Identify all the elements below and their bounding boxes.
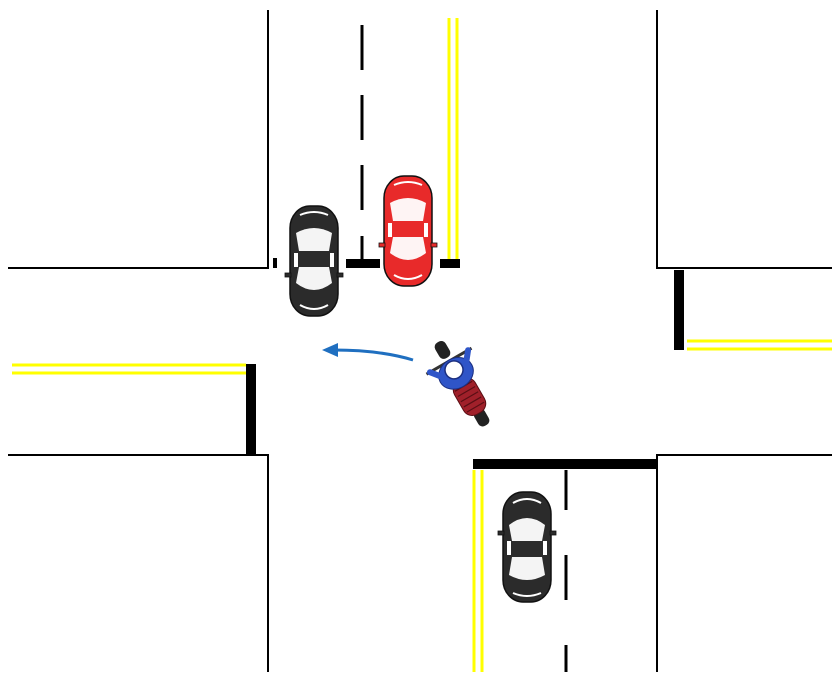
curb-north-east [656,10,832,269]
car-side-window [543,541,547,555]
curb-south-east [656,454,832,672]
stop-line-north-right [440,259,460,268]
car-mirror [284,272,292,278]
car-black-southbound-lane [497,491,557,603]
car-side-window [507,541,511,555]
turn-arrow-head [322,343,338,357]
stop-line-west [246,364,256,454]
curb-lines [8,10,832,672]
stop-lines [246,258,684,469]
car-red [378,175,438,287]
rider-arms [426,347,472,380]
car-rear-window [390,198,426,221]
car-hood-line [299,304,329,310]
curved-arrow-left-icon [322,343,414,362]
car-hood-line [512,498,542,504]
body-stripe [466,401,485,413]
car-trunk-line [299,211,329,216]
car-windshield [390,237,426,260]
rider-helmet [444,360,464,380]
front-wheel [434,340,451,359]
car-rear-window [296,228,332,251]
motorcycle [425,340,490,427]
curb-south-west [8,454,269,672]
car-side-window [388,223,392,237]
stop-line-north-mid [346,259,380,268]
body-stripe [460,391,479,403]
car-side-window [330,253,334,267]
car-mirror [336,272,344,278]
car-rear-window [509,557,545,580]
stop-line-north-left [273,258,277,268]
body-stripe [463,396,482,408]
car-trunk-line [393,181,423,186]
car-mirror [430,242,438,248]
vehicles [284,175,557,603]
stop-line-east [674,270,684,350]
car-mirror [549,530,557,536]
curb-north-west [8,10,269,269]
car-side-window [294,253,298,267]
car-hood-line [393,274,423,280]
car-windshield [296,267,332,290]
car-mirror [497,530,505,536]
car-mirror [378,242,386,248]
car-side-window [424,223,428,237]
body-stripe [457,386,476,398]
car-windshield [509,518,545,541]
car-black-northbound-lane [284,205,344,317]
yellow-center-lines [12,18,832,672]
lane-dashes [360,25,568,672]
turn-arrow-path [333,348,414,362]
stop-line-south [473,459,657,469]
car-trunk-line [512,592,542,597]
